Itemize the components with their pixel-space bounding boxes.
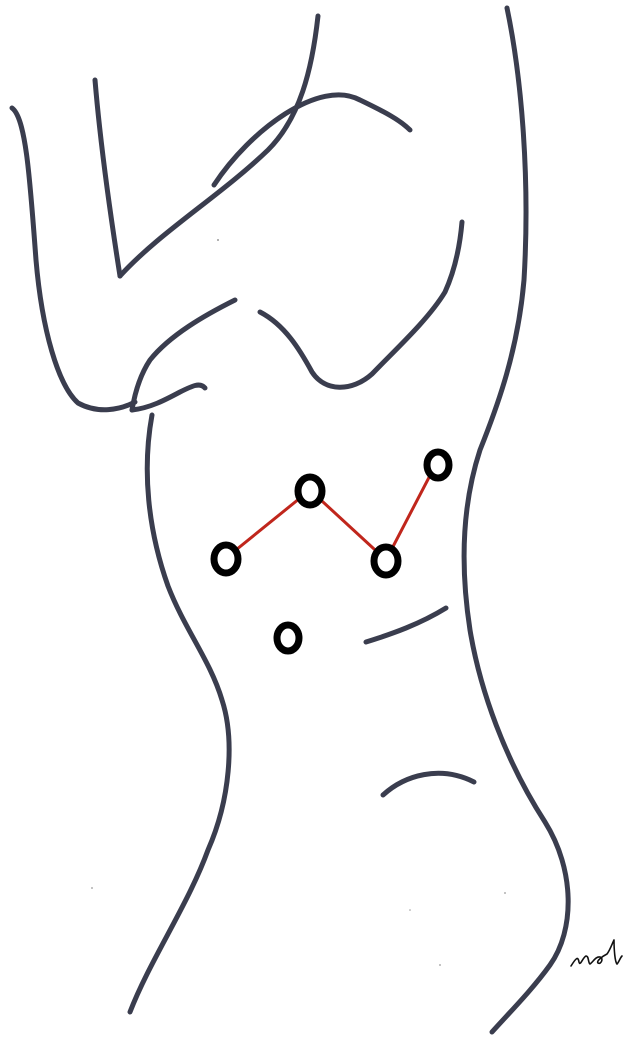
forearm-outer-line <box>95 80 120 276</box>
torso-outline <box>12 8 568 1032</box>
port-marker-standalone <box>277 625 299 651</box>
port-marker-lower-center <box>374 547 398 575</box>
port-marker-upper-right <box>427 452 449 478</box>
chest-curve-line <box>260 222 462 387</box>
forearm-inner-line <box>120 16 318 276</box>
hand-fold-line <box>132 385 205 410</box>
rib-crease-line <box>366 608 446 642</box>
left-flank-line <box>130 415 229 1012</box>
right-flank-line <box>464 8 568 1032</box>
port-marker-left <box>214 545 238 573</box>
port-markers <box>214 452 449 651</box>
signature-mark <box>571 940 622 966</box>
arm-fold-line <box>132 300 235 410</box>
port-marker-upper-center <box>298 477 322 505</box>
hip-crease-line <box>383 773 474 795</box>
incision-path <box>226 464 436 560</box>
